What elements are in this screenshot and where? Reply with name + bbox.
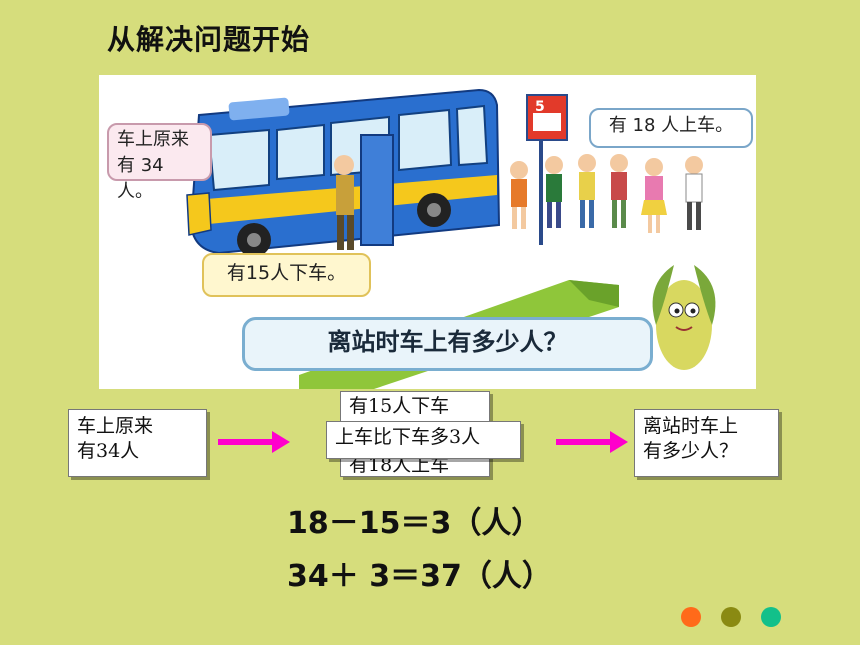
box-difference: 上车比下车多3人 [326, 421, 521, 459]
children-group-icon [510, 154, 703, 233]
equation-1: 18－15＝3（人） [287, 506, 542, 541]
question-bubble: 离站时车上有多少人？ [242, 317, 653, 371]
equation-2: 34＋ 3＝37（人） [287, 559, 552, 594]
arrow-right-icon [218, 431, 290, 457]
bus-stop-illustration: 5 车上原来 有 34 人。 有 18 人上车。 有15人下车。 离站时车上有多… [99, 75, 756, 389]
bubble-boarding: 有 18 人上车。 [589, 108, 753, 148]
box-alighting: 有15人下车 [340, 391, 490, 423]
bubble-original-passengers: 车上原来 有 34 人。 [107, 123, 212, 202]
arrow-right-icon-2 [556, 431, 628, 457]
bubble-alighting: 有15人下车。 [202, 253, 371, 297]
bus-icon [186, 88, 501, 257]
box-question: 离站时车上 有多少人？ [634, 409, 779, 477]
corn-mascot-icon [652, 265, 716, 370]
nav-dot-orange[interactable] [681, 607, 701, 627]
bus-scene-graphic: 5 [186, 88, 716, 389]
nav-dot-green[interactable] [761, 607, 781, 627]
nav-dot-olive[interactable] [721, 607, 741, 627]
page-title: 从解决问题开始 [107, 23, 311, 56]
svg-text:5: 5 [535, 99, 545, 115]
box-original-passengers: 车上原来 有34人 [68, 409, 207, 477]
bus-stop-sign-icon: 5 [526, 94, 568, 245]
